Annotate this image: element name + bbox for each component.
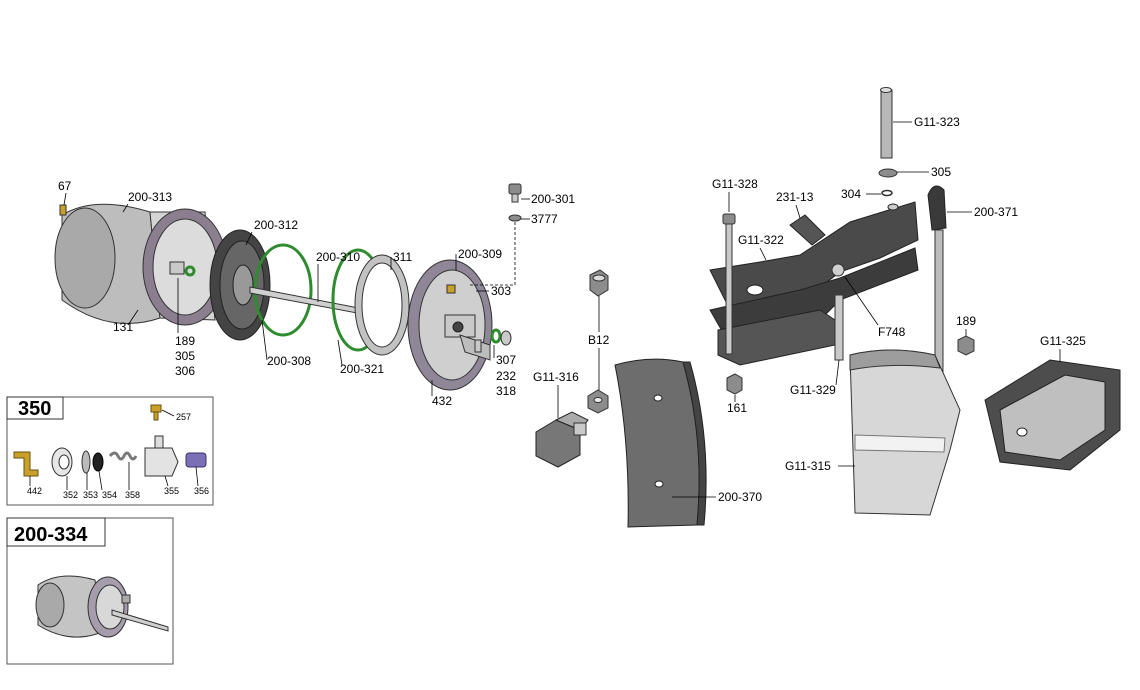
- end-cap-200-309: [407, 259, 493, 391]
- inset-350-part-355: 355: [164, 486, 179, 496]
- label-3777: 3777: [531, 212, 558, 226]
- inset-350-part-442: 442: [27, 486, 42, 496]
- label-200-370: 200-370: [718, 490, 762, 504]
- label-432: 432: [432, 394, 452, 408]
- label-200-309: 200-309: [458, 247, 502, 261]
- label-306: 306: [175, 364, 195, 378]
- label-67: 67: [58, 179, 72, 193]
- grip-231-13: [789, 214, 826, 246]
- label-200-321: 200-321: [340, 362, 384, 376]
- nut-b12: [589, 269, 609, 297]
- label-200-301: 200-301: [531, 192, 575, 206]
- label-304: 304: [841, 187, 861, 201]
- inset-350-part-257: 257: [176, 412, 191, 422]
- inset-350-part-353: 353: [83, 490, 98, 500]
- label-307: 307: [496, 353, 516, 367]
- assembly-dashed-line: [470, 222, 516, 286]
- pin-g11-323: [880, 87, 893, 159]
- inset-200-334-title: 200-334: [14, 524, 88, 546]
- label-318: 318: [496, 384, 516, 398]
- label-189-right: 189: [956, 314, 976, 328]
- label-189-left: 189: [175, 334, 195, 348]
- label-232: 232: [496, 369, 516, 383]
- o-ring-307: [490, 328, 502, 344]
- inset-350-part-352: 352: [63, 490, 78, 500]
- screw-200-301: [508, 183, 522, 203]
- washer-3777: [508, 214, 522, 222]
- label-131: 131: [113, 320, 133, 334]
- ring-311: [354, 254, 410, 356]
- label-305-left: 305: [175, 349, 195, 363]
- diaphragm-200-312: [209, 229, 271, 341]
- label-b12: B12: [588, 333, 610, 347]
- lever-200-371: [927, 185, 947, 381]
- bolt-g11-328: [722, 213, 736, 355]
- label-g11-328: G11-328: [712, 177, 758, 191]
- ball-f748: [831, 263, 845, 277]
- label-g11-329: G11-329: [790, 383, 836, 397]
- cylinder-200-313: [54, 203, 228, 326]
- inset-350: 350 442 352 353 354 358 355 356 257: [6, 396, 214, 506]
- label-200-312: 200-312: [254, 218, 298, 232]
- label-305-right: 305: [931, 165, 951, 179]
- washer-305: [878, 168, 898, 178]
- label-303: 303: [491, 284, 511, 298]
- inset-350-title: 350: [18, 398, 51, 420]
- label-g11-316: G11-316: [533, 370, 579, 384]
- inset-350-part-356: 356: [194, 486, 209, 496]
- fitting-232: [500, 330, 512, 346]
- bracket-g11-322: [709, 201, 919, 366]
- label-161: 161: [727, 401, 747, 415]
- label-200-371: 200-371: [974, 205, 1018, 219]
- label-311: 311: [393, 250, 412, 264]
- inset-350-part-354: 354: [102, 490, 117, 500]
- pin-g11-329: [834, 294, 844, 361]
- label-g11-315: G11-315: [785, 459, 831, 473]
- housing-g11-325: [984, 359, 1121, 471]
- label-200-308: 200-308: [267, 354, 311, 368]
- washer-b12: [587, 389, 609, 414]
- label-200-310: 200-310: [316, 250, 360, 264]
- shield-g11-315: [849, 349, 961, 516]
- label-g11-322: G11-322: [738, 233, 784, 247]
- label-f748: F748: [878, 325, 906, 339]
- label-g11-323: G11-323: [914, 115, 960, 129]
- label-231-13: 231-13: [776, 190, 814, 204]
- label-200-313: 200-313: [128, 190, 172, 204]
- label-g11-325: G11-325: [1040, 334, 1086, 348]
- fitting-g11-316: [535, 411, 589, 468]
- ring-304: [881, 189, 893, 197]
- nut-161: [726, 373, 743, 395]
- inset-200-334: 200-334: [6, 517, 174, 665]
- nut-189-right: [957, 335, 975, 356]
- inset-350-part-358: 358: [125, 490, 140, 500]
- plate-200-370: [614, 358, 707, 528]
